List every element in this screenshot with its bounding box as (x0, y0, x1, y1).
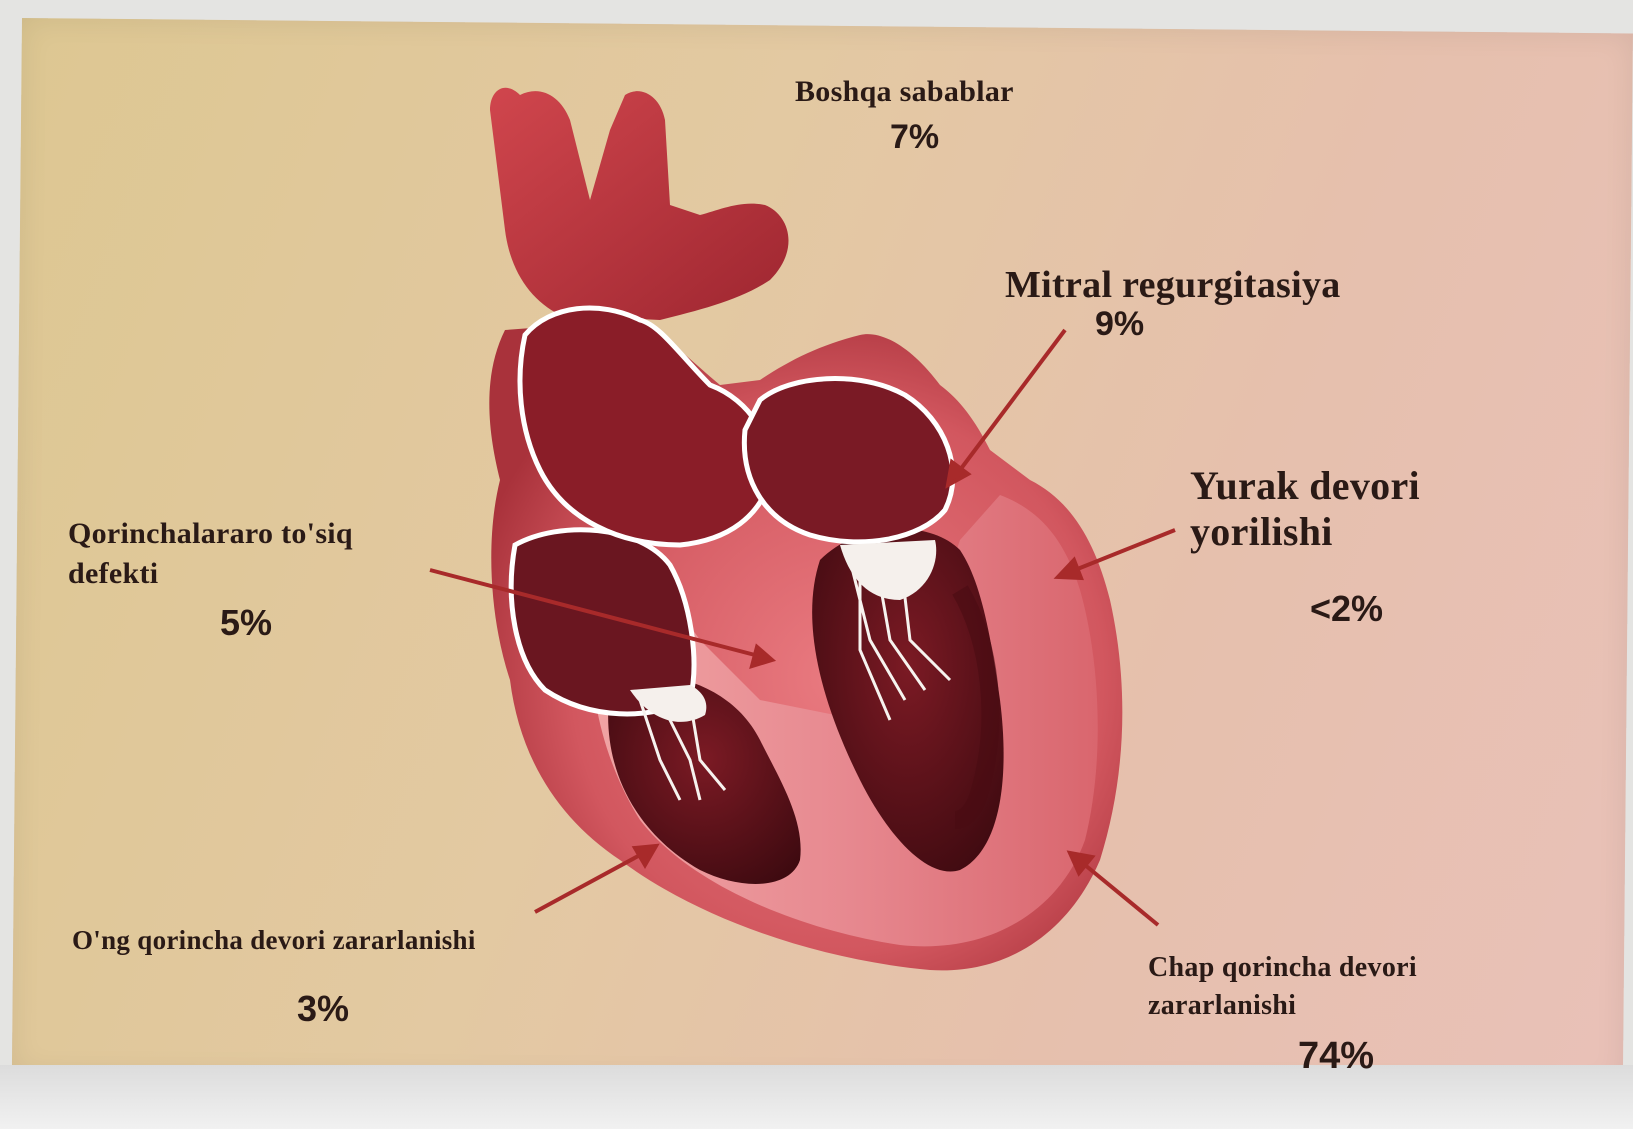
arrow-right-ventricle (535, 855, 640, 912)
label-qorinchalararo-line1: Qorinchalararo to'siq (68, 517, 353, 551)
pct-ong: 3% (297, 988, 349, 1030)
label-yurak-line1: Yurak devori (1190, 462, 1420, 509)
label-qorinchalararo-line2: defekti (68, 557, 158, 591)
label-boshqa: Boshqa sabablar (795, 75, 1014, 109)
right-atrium (511, 530, 694, 714)
label-yurak-line2: yorilishi (1190, 508, 1333, 555)
label-ong: O'ng qorincha devori zararlanishi (72, 925, 476, 956)
pct-yurak: <2% (1310, 588, 1383, 630)
pct-mitral: 9% (1095, 305, 1144, 344)
label-mitral: Mitral regurgitasiya (1005, 263, 1341, 307)
pct-boshqa: 7% (890, 118, 939, 157)
pct-chap: 74% (1298, 1035, 1374, 1078)
arrow-left-ventricle (1085, 865, 1158, 925)
pct-qorinchalararo: 5% (220, 602, 272, 644)
label-chap-line1: Chap qorincha devori (1148, 952, 1417, 984)
arrow-mitral (960, 330, 1065, 470)
aortic-arch (490, 88, 789, 320)
label-chap-line2: zararlanishi (1148, 990, 1296, 1022)
